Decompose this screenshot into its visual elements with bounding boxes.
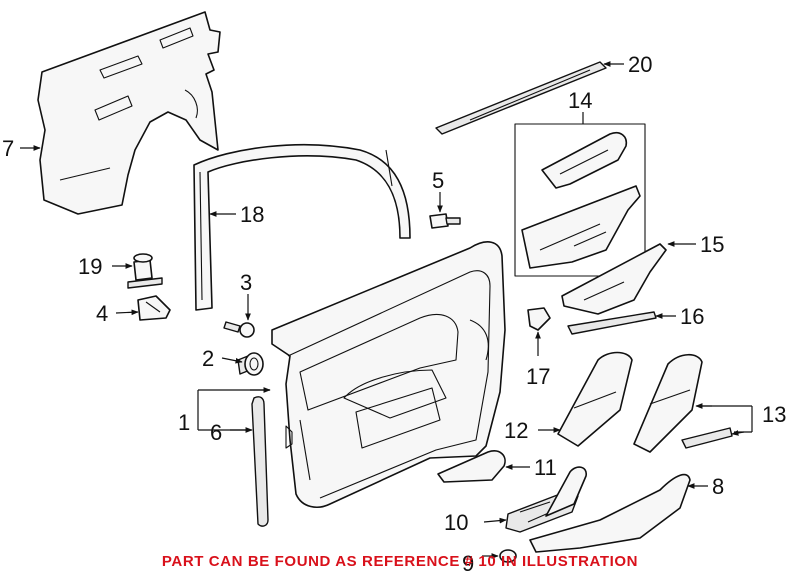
callout-9: 9 (462, 551, 474, 576)
callout-13: 13 (762, 402, 786, 427)
callout-14: 14 (568, 88, 592, 113)
part-3-screw (223, 321, 255, 338)
callout-4: 4 (96, 301, 108, 326)
callout-labels: 1 2 3 4 5 6 7 8 9 10 11 12 13 14 15 16 1… (2, 52, 786, 576)
part-15-trim-cover (561, 243, 667, 315)
part-5-bolt (429, 213, 461, 229)
callout-20: 20 (628, 52, 652, 77)
callout-2: 2 (202, 346, 214, 371)
part-11-cover (437, 450, 506, 483)
callout-6: 6 (210, 420, 222, 445)
part-17-bracket (527, 307, 551, 331)
part-20-belt-molding (435, 61, 607, 135)
callout-5: 5 (432, 168, 444, 193)
part-1-door-trim-panel (271, 241, 506, 508)
part-14-switch-bezel-set (514, 123, 646, 277)
part-12-insert-panel (557, 351, 633, 447)
part-4-bracket (137, 295, 171, 321)
callout-8: 8 (712, 474, 724, 499)
part-2-retainer (237, 352, 264, 376)
callout-10: 10 (444, 510, 468, 535)
part-9-fastener (499, 549, 517, 563)
part-13-insert-panel-set (633, 353, 733, 453)
callout-1: 1 (178, 410, 190, 435)
leader-lines (20, 61, 753, 559)
callout-15: 15 (700, 232, 724, 257)
part-19-clip (127, 253, 163, 289)
part-16-molding-strip (567, 311, 657, 335)
callout-3: 3 (240, 270, 252, 295)
callout-19: 19 (78, 254, 102, 279)
callout-16: 16 (680, 304, 704, 329)
callout-18: 18 (240, 202, 264, 227)
callout-11: 11 (534, 455, 557, 480)
callout-12: 12 (504, 418, 528, 443)
part-6-seal-strip (251, 396, 269, 527)
part-8-armrest (529, 466, 691, 553)
reference-notice: PART CAN BE FOUND AS REFERENCE # 10 IN I… (161, 553, 639, 570)
part-7-water-shield (37, 11, 221, 215)
callout-7: 7 (2, 136, 14, 161)
callout-17: 17 (526, 364, 550, 389)
part-18-weatherstrip (193, 143, 411, 311)
